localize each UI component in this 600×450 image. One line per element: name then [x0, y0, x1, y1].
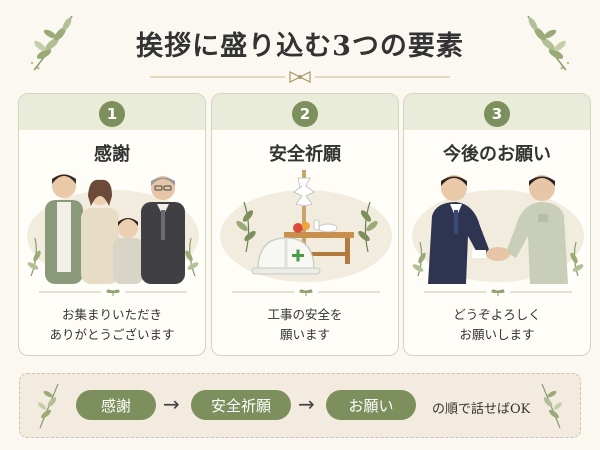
card-header: 2 [212, 94, 398, 130]
page-title: 挨拶に盛り込む3つの要素 [136, 31, 464, 62]
sprout-divider-icon [424, 289, 572, 296]
description-line: 願います [279, 327, 330, 342]
description-line: ありがとうございます [49, 327, 175, 342]
flow-suffix-text: の順で話せばOK [432, 402, 531, 417]
card-title: 感謝 [94, 144, 130, 165]
description-line: お願いします [459, 327, 535, 342]
family-illustration [27, 174, 199, 284]
number-badge: 1 [99, 101, 125, 127]
flow-step-safety-prayer: 安全祈願 [191, 390, 291, 420]
leaf-branch-icon [541, 383, 563, 429]
card-title: 今後のお願い [443, 144, 551, 165]
description-line: お集まりいただき [61, 307, 162, 322]
element-card-2: 2 安全祈願 工事の安 [211, 93, 399, 356]
leaf-branch-icon [37, 383, 59, 429]
arrow-right-icon: → [163, 392, 180, 416]
number-badge: 3 [484, 101, 510, 127]
element-card-3: 3 今後のお願い どうぞよろしく お願いします [403, 93, 591, 356]
card-description: お集まりいただき ありがとうございます [19, 305, 205, 345]
summary-flow-bar: 感謝 → 安全祈願 → お願い の順で話せばOK [19, 373, 581, 438]
handshake-illustration [412, 175, 584, 284]
sprout-divider-icon [232, 289, 380, 296]
description-line: 工事の安全を [267, 307, 343, 322]
card-title: 安全祈願 [269, 144, 341, 165]
shrine-altar-helmet-illustration [220, 170, 392, 282]
arrow-right-icon: → [298, 392, 315, 416]
ribbon-divider-icon [150, 71, 450, 83]
card-description: どうぞよろしく お願いします [404, 305, 590, 345]
number-badge: 2 [292, 101, 318, 127]
leaf-branch-icon [30, 15, 73, 71]
card-description: 工事の安全を 願います [212, 305, 398, 345]
element-card-1: 1 感謝 お集まりいただき [18, 93, 206, 356]
card-header: 3 [404, 94, 590, 130]
card-header: 1 [19, 94, 205, 130]
flow-step-request: お願い [326, 390, 416, 420]
flow-step-gratitude: 感謝 [76, 390, 156, 420]
sprout-divider-icon [39, 289, 187, 296]
description-line: どうぞよろしく [453, 307, 541, 322]
leaf-branch-icon [527, 15, 570, 71]
